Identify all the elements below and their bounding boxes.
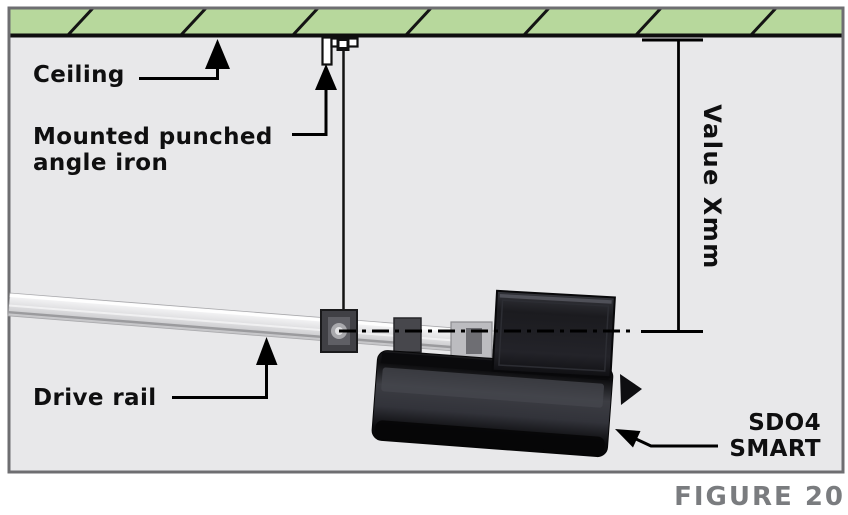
drive-rail (7, 292, 517, 357)
device-label-line1: SDO4 (748, 410, 821, 436)
drive-rail-label: Drive rail (33, 385, 157, 411)
drive-rail-arrow-icon (172, 337, 278, 399)
dimension-value-label: Value Xmm (698, 104, 726, 269)
opener-fin (620, 374, 642, 405)
rail-trolley-block (393, 317, 422, 353)
device-label-line2: SMART (729, 436, 821, 462)
angle-iron-bracket (321, 36, 359, 66)
dimension-line (641, 38, 703, 333)
ceiling-arrow-icon (139, 39, 230, 80)
sdo4-arrow-icon (615, 429, 718, 448)
ceiling-hatch-icon (67, 9, 777, 34)
mounted-angle-iron-label-line1: Mounted punched (33, 124, 273, 150)
mounted-angle-iron-label-line2: angle iron (33, 150, 168, 176)
ceiling-label: Ceiling (33, 62, 125, 88)
angle-iron-arrow-icon (292, 64, 337, 136)
opener-rear-panel (491, 289, 616, 379)
figure-caption: FIGURE 20 (674, 482, 845, 512)
rail-coupler-block (450, 321, 493, 359)
ceiling-line (10, 33, 842, 38)
